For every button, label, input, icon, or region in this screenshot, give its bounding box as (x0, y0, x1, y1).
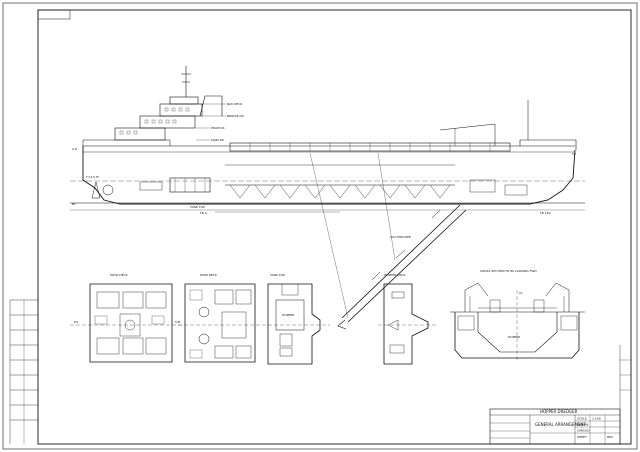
scale-label: SCALE (577, 417, 587, 421)
suction-pipe: SUCTION PIPE (337, 204, 467, 330)
tank-top-label: TANK TOP (189, 205, 205, 209)
tank-top-plan-title: TANK TOP (269, 273, 285, 277)
midship-cl-label: CL (519, 291, 523, 295)
title-block: HOPPER DREDGER GENERAL ARRANGEMENT SCALE… (489, 408, 621, 445)
bridge-deck-label: BRIDGE DK (227, 114, 245, 118)
frame-fwd-label: FR 150 (540, 211, 551, 215)
hopper-frames (249, 143, 491, 151)
frame-aft-label: FR 0 (200, 211, 207, 215)
hopper-deck-plan-title: HOPPER DECK (384, 273, 406, 277)
superstructure-windows (119, 107, 190, 135)
drawing-title: GENERAL ARRANGEMENT (535, 422, 586, 427)
fwd-perpendicular-label: F.P. (572, 152, 577, 156)
poop-deck-ps-label: P.S. (74, 320, 79, 324)
scale-value: 1:100 (592, 417, 601, 421)
poop-deck-plan-title: POOP DECK (110, 273, 129, 277)
plan-hopper-deck: HOPPER DECK (378, 273, 436, 365)
profile-view: NAV DECK BRIDGE DK POOP DK MAIN DK (70, 66, 585, 330)
hopper-label-tanktop: HOPPER (282, 313, 294, 317)
midship-section-title: CROSS SECTION FR 80 LOOKING FWD (480, 269, 537, 273)
aft-perpendicular-label: A.P. (72, 147, 77, 151)
plan-poop-deck: POOP DECK P.S. S.B. (70, 273, 182, 363)
checked-label: CHECKD (577, 429, 590, 433)
poop-deck-sb-label: S.B. (175, 320, 181, 324)
midship-hopper-label: HOPPER (508, 335, 520, 339)
main-deck-label: MAIN DK (211, 138, 225, 142)
hopper-doors (225, 164, 455, 199)
baseline-label: BL (72, 202, 76, 206)
project-title: HOPPER DREDGER (540, 409, 578, 414)
draught-label: T=4.5 M (85, 175, 99, 179)
plan-tank-top: TANK TOP HOPPER (262, 273, 330, 365)
poop-deck-label: POOP DK (211, 126, 226, 130)
rev-label: REV (607, 435, 614, 439)
sheet-label: SHEET (577, 435, 587, 439)
plan-main-deck: MAIN DECK (178, 273, 262, 363)
drawn-label: DRAWN (577, 423, 588, 427)
main-deck-plan-title: MAIN DECK (200, 273, 218, 277)
suction-pipe-label: SUCTION PIPE (390, 235, 411, 239)
nav-deck-label: NAV DECK (227, 102, 243, 106)
midship-section: CROSS SECTION FR 80 LOOKING FWD CL HOPPE… (450, 269, 585, 362)
